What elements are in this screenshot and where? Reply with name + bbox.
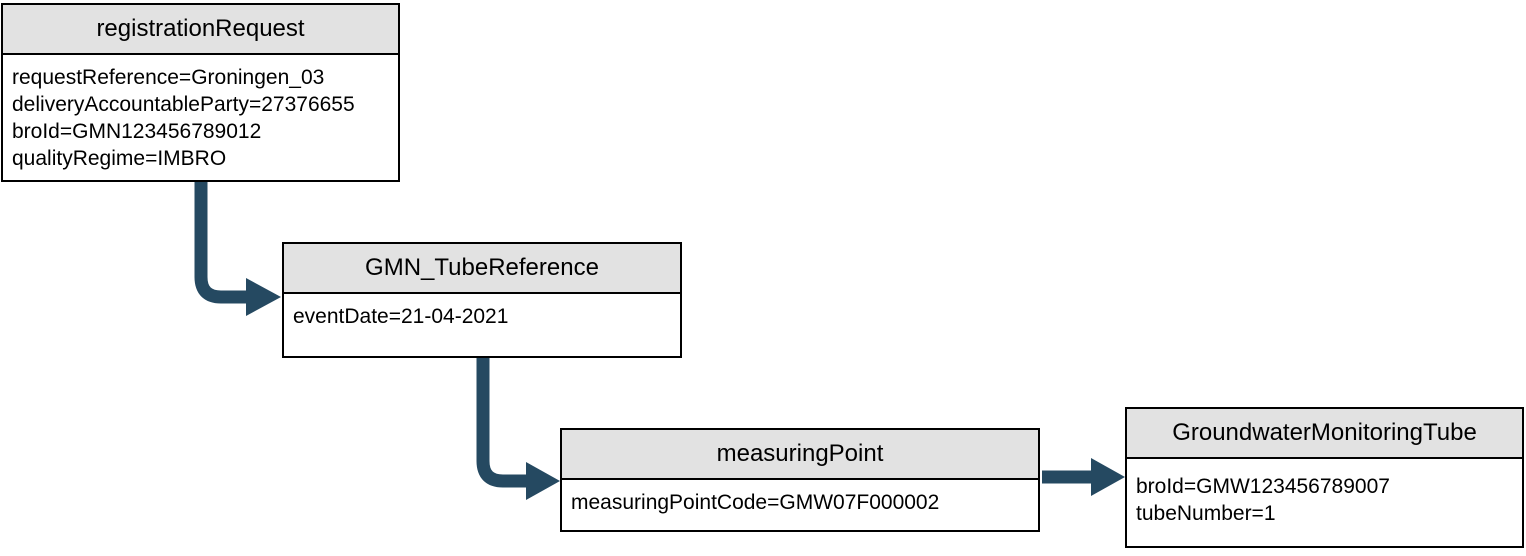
attribute-bro-id: broId=GMN123456789012: [12, 120, 262, 143]
node-groundwater-monitoring-tube: GroundwaterMonitoringTube broId=GMW12345…: [1125, 407, 1524, 548]
node-gmn-tube-reference: GMN_TubeReference eventDate=21-04-2021: [282, 242, 682, 358]
attribute-tube-number: tubeNumber=1: [1136, 502, 1276, 525]
attribute-bro-id: broId=GMW123456789007: [1136, 475, 1390, 498]
node-measuring-point: measuringPoint measuringPointCode=GMW07F…: [560, 428, 1040, 532]
edge-gmntubereference-to-measuringpoint-shaft: [476, 357, 527, 488]
node-attributes: requestReference=Groningen_03 deliveryAc…: [3, 55, 398, 176]
edge-registrationrequest-to-gmntubereference-arrowhead-icon: [246, 278, 281, 316]
node-registration-request: registrationRequest requestReference=Gro…: [1, 3, 400, 182]
node-title: GroundwaterMonitoringTube: [1127, 409, 1522, 459]
attribute-quality-regime: qualityRegime=IMBRO: [12, 147, 227, 170]
edge-measuringpoint-to-groundwatermonitoringtube-arrowhead-icon: [1091, 458, 1125, 496]
node-attributes: broId=GMW123456789007 tubeNumber=1: [1127, 459, 1522, 531]
edge-gmntubereference-to-measuringpoint-arrowhead-icon: [526, 462, 560, 500]
edge-registrationrequest-to-gmntubereference-shaft: [194, 181, 247, 304]
attribute-event-date: eventDate=21-04-2021: [293, 305, 509, 328]
attribute-request-reference: requestReference=Groningen_03: [12, 66, 325, 89]
node-attributes: measuringPointCode=GMW07F000002: [562, 480, 1038, 520]
node-title: measuringPoint: [562, 430, 1038, 480]
attribute-measuring-point-code: measuringPointCode=GMW07F000002: [571, 491, 940, 514]
node-title: registrationRequest: [3, 5, 398, 55]
node-title: GMN_TubeReference: [284, 244, 680, 294]
node-attributes: eventDate=21-04-2021: [284, 294, 680, 334]
attribute-delivery-accountable-party: deliveryAccountableParty=27376655: [12, 93, 355, 116]
